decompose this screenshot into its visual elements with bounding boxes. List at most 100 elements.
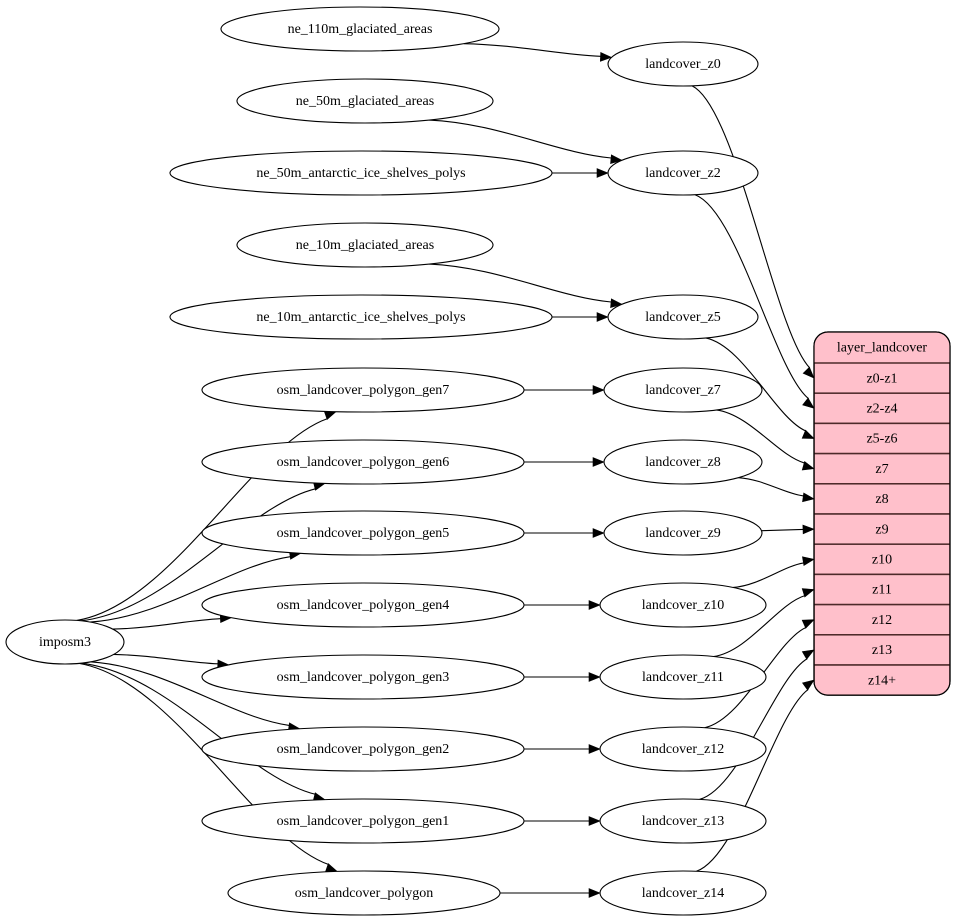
- edge-imposm3-to-osm_landcover_polygon_gen4: [112, 613, 233, 630]
- node-osm_landcover_polygon_gen2[interactable]: osm_landcover_polygon_gen2: [201, 726, 525, 772]
- node-shape-osm_landcover_polygon: [227, 870, 501, 916]
- table-title: layer_landcover: [837, 341, 928, 356]
- node-label-landcover_z14: landcover_z14: [642, 886, 724, 901]
- node-shape-landcover_z13: [599, 798, 767, 844]
- edge-line: [694, 194, 809, 400]
- node-imposm3[interactable]: imposm3: [5, 619, 125, 665]
- node-landcover_z5[interactable]: landcover_z5: [607, 294, 759, 340]
- table-row-label-z7: z7: [875, 462, 888, 477]
- table-row-label-z13: z13: [872, 643, 892, 658]
- edge-line: [81, 488, 316, 622]
- edge-line: [90, 556, 291, 623]
- layer-landcover-table: layer_landcoverz0-z1z2-z4z5-z6z7z8z9z10z…: [813, 331, 951, 696]
- edge-imposm3-to-osm_landcover_polygon_gen3: [113, 653, 230, 670]
- edge-landcover_z14-to-z14+: [696, 679, 815, 872]
- edge-arrowhead: [592, 385, 605, 395]
- edge-arrowhead: [596, 168, 609, 178]
- edge-osm_landcover_polygon_gen5-to-landcover_z9: [524, 528, 605, 538]
- edge-arrowhead: [802, 366, 815, 379]
- node-landcover_z11[interactable]: landcover_z11: [599, 654, 767, 700]
- node-landcover_z13[interactable]: landcover_z13: [599, 798, 767, 844]
- edge-line: [112, 618, 221, 630]
- table-row-z11[interactable]: z11: [814, 573, 950, 606]
- table-row-cell: [814, 573, 950, 606]
- edge-osm_landcover_polygon_gen3-to-landcover_z11: [524, 672, 601, 682]
- node-label-osm_landcover_polygon_gen5: osm_landcover_polygon_gen5: [277, 526, 450, 541]
- edge-line: [429, 263, 612, 303]
- node-label-ne_110m_glaciated_areas: ne_110m_glaciated_areas: [288, 22, 433, 37]
- table-row-label-z2-z4: z2-z4: [866, 402, 897, 417]
- node-osm_landcover_polygon_gen3[interactable]: osm_landcover_polygon_gen3: [201, 654, 525, 700]
- table-row-z14+[interactable]: z14+: [814, 664, 950, 696]
- node-osm_landcover_polygon_gen6[interactable]: osm_landcover_polygon_gen6: [201, 439, 525, 485]
- edge-line: [713, 595, 806, 658]
- node-ne_50m_glaciated_areas[interactable]: ne_50m_glaciated_areas: [236, 78, 494, 124]
- node-shape-ne_10m_antarctic_ice_shelves_polys: [169, 294, 553, 340]
- edge-line: [738, 477, 804, 497]
- table-row-label-z5-z6: z5-z6: [866, 432, 897, 447]
- table-row-z8[interactable]: z8: [814, 483, 950, 515]
- node-ne_10m_glaciated_areas[interactable]: ne_10m_glaciated_areas: [236, 222, 494, 268]
- node-label-landcover_z5: landcover_z5: [645, 310, 720, 325]
- node-label-osm_landcover_polygon: osm_landcover_polygon: [295, 886, 433, 901]
- edge-arrowhead: [588, 672, 601, 682]
- node-landcover_z9[interactable]: landcover_z9: [603, 510, 763, 556]
- table-row-z5-z6[interactable]: z5-z6: [814, 422, 950, 455]
- edge-line: [429, 119, 612, 159]
- edge-osm_landcover_polygon-to-landcover_z14: [500, 888, 601, 898]
- table-row-z9[interactable]: z9: [814, 513, 950, 545]
- edge-landcover_z9-to-z9: [761, 524, 815, 535]
- edge-arrowhead: [324, 863, 338, 873]
- edge-arrowhead: [596, 312, 609, 322]
- node-layer: imposm3 ne_110m_glaciated_areas ne_50m_gla…: [5, 6, 767, 916]
- node-shape-osm_landcover_polygon_gen5: [201, 510, 525, 556]
- node-osm_landcover_polygon_gen5[interactable]: osm_landcover_polygon_gen5: [201, 510, 525, 556]
- edge-line: [705, 337, 807, 432]
- table-row-cell: [814, 392, 950, 425]
- node-landcover_z12[interactable]: landcover_z12: [599, 726, 767, 772]
- edge-arrowhead: [610, 154, 623, 165]
- node-osm_landcover_polygon_gen1[interactable]: osm_landcover_polygon_gen1: [201, 798, 525, 844]
- node-osm_landcover_polygon_gen4[interactable]: osm_landcover_polygon_gen4: [201, 582, 525, 628]
- edge-landcover_z10-to-z10: [733, 556, 815, 589]
- table-rows-group: layer_landcoverz0-z1z2-z4z5-z6z7z8z9z10z…: [814, 332, 950, 696]
- node-landcover_z8[interactable]: landcover_z8: [603, 439, 763, 485]
- edge-line: [733, 562, 804, 589]
- node-label-osm_landcover_polygon_gen2: osm_landcover_polygon_gen2: [277, 742, 450, 757]
- edge-ne_50m_glaciated_areas-to-landcover_z2: [429, 119, 623, 165]
- node-landcover_z10[interactable]: landcover_z10: [599, 582, 767, 628]
- table-row-z0-z1[interactable]: z0-z1: [814, 362, 950, 394]
- node-landcover_z14[interactable]: landcover_z14: [599, 870, 767, 916]
- node-landcover_z7[interactable]: landcover_z7: [603, 367, 763, 413]
- node-ne_10m_antarctic_ice_shelves_polys[interactable]: ne_10m_antarctic_ice_shelves_polys: [169, 294, 553, 340]
- node-shape-landcover_z9: [603, 510, 763, 556]
- table-header-layer_landcover[interactable]: layer_landcover: [814, 332, 950, 363]
- node-shape-ne_10m_glaciated_areas: [236, 222, 494, 268]
- table-row-z2-z4[interactable]: z2-z4: [814, 392, 950, 425]
- node-ne_110m_glaciated_areas[interactable]: ne_110m_glaciated_areas: [220, 6, 500, 52]
- node-label-landcover_z13: landcover_z13: [642, 814, 724, 829]
- node-ne_50m_antarctic_ice_shelves_polys[interactable]: ne_50m_antarctic_ice_shelves_polys: [169, 150, 553, 196]
- table-row-z13[interactable]: z13: [814, 634, 950, 666]
- node-label-osm_landcover_polygon_gen6: osm_landcover_polygon_gen6: [277, 455, 450, 470]
- table-row-label-z8: z8: [875, 492, 888, 507]
- table-row-z7[interactable]: z7: [814, 452, 950, 485]
- node-landcover_z2[interactable]: landcover_z2: [607, 150, 759, 196]
- edge-arrowhead: [802, 556, 815, 566]
- edge-osm_landcover_polygon_gen4-to-landcover_z10: [524, 600, 601, 610]
- edge-arrowhead: [801, 588, 815, 598]
- node-osm_landcover_polygon_gen7[interactable]: osm_landcover_polygon_gen7: [201, 367, 525, 413]
- node-shape-ne_110m_glaciated_areas: [220, 6, 500, 52]
- edge-landcover_z2-to-z2-z4: [694, 194, 815, 409]
- table-row-z10[interactable]: z10: [814, 543, 950, 576]
- table-outline: [813, 331, 951, 696]
- table-row-cell: [814, 664, 950, 696]
- edge-ne_110m_glaciated_areas-to-landcover_z0: [463, 43, 613, 62]
- node-label-landcover_z9: landcover_z9: [645, 526, 720, 541]
- node-osm_landcover_polygon[interactable]: osm_landcover_polygon: [227, 870, 501, 916]
- node-shape-osm_landcover_polygon_gen4: [201, 582, 525, 628]
- table-row-z12[interactable]: z12: [814, 603, 950, 636]
- node-landcover_z0[interactable]: landcover_z0: [607, 41, 759, 87]
- node-shape-osm_landcover_polygon_gen3: [201, 654, 525, 700]
